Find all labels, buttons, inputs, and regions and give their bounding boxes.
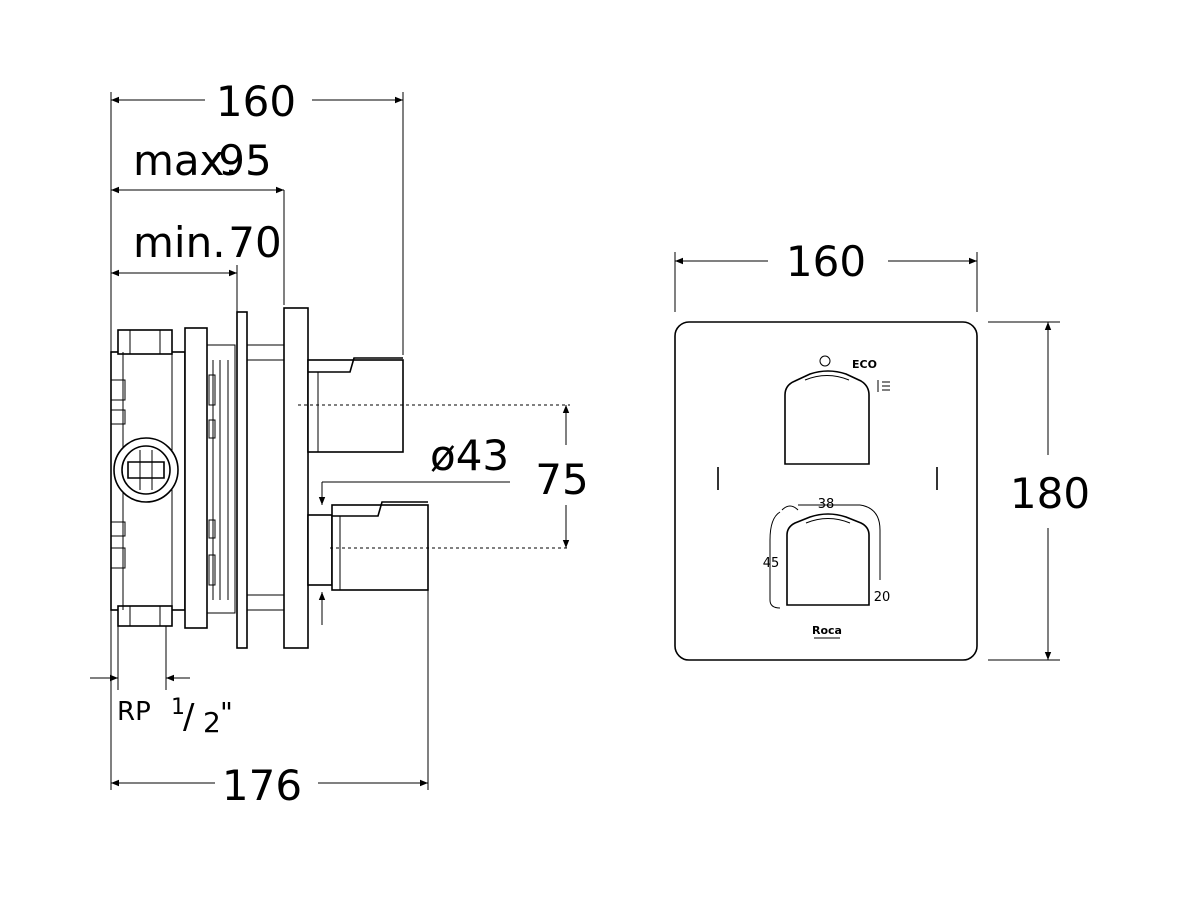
thread-slash: / xyxy=(183,697,195,737)
upper-cartridge xyxy=(307,357,404,453)
dim-handle-height: 45 xyxy=(763,556,780,571)
dim-160-top: 160 xyxy=(216,77,296,126)
indicator-dot xyxy=(819,355,831,367)
dim-line-handle-height xyxy=(769,511,781,609)
dim-min-value: 70 xyxy=(228,218,281,267)
thread-denominator: 2 xyxy=(203,706,221,739)
central-fitting xyxy=(113,437,179,503)
dim-line-handle-depth xyxy=(859,504,881,580)
dim-min-label: min. xyxy=(133,218,226,267)
mounting-frame xyxy=(184,307,309,649)
temperature-handle xyxy=(786,513,870,606)
thread-label: RP xyxy=(117,697,151,727)
thread-numerator: 1 xyxy=(171,695,185,720)
cover-plate xyxy=(674,321,978,661)
eco-label: ECO xyxy=(852,358,877,371)
valve-body xyxy=(110,329,186,627)
scale-marks-icon xyxy=(877,380,890,392)
dim-front-height: 180 xyxy=(1010,469,1090,518)
dim-75: 75 xyxy=(535,455,588,504)
side-view: 160 max. 95 min. 70 xyxy=(90,77,589,810)
dim-handle-depth: 20 xyxy=(874,590,891,605)
brand-logo: Roca xyxy=(812,624,842,637)
flow-handle xyxy=(784,370,870,465)
dim-handle-width: 38 xyxy=(818,497,835,512)
dim-max-label: max. xyxy=(133,136,238,185)
dim-176: 176 xyxy=(222,761,302,810)
dim-max-value: 95 xyxy=(218,136,271,185)
dim-diameter: ø43 xyxy=(430,431,509,480)
dim-front-width: 160 xyxy=(786,237,866,286)
lower-cartridge xyxy=(307,501,429,591)
thread-inch-mark: " xyxy=(220,696,233,729)
front-view: 160 180 ECO 38 45 20 xyxy=(674,237,1090,661)
